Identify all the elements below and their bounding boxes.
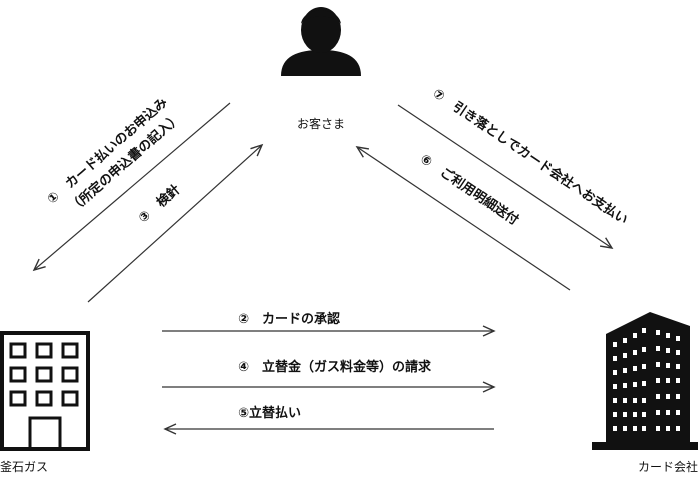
office-building-icon <box>0 331 90 451</box>
skyscraper-icon <box>592 312 698 450</box>
card-company-label: カード会社 <box>638 459 698 474</box>
step-5-label: ⑤立替払い <box>238 405 301 421</box>
step-2-label: ② カードの承認 <box>238 311 340 327</box>
arrow-step-3 <box>87 143 264 303</box>
arrow-step-6 <box>355 146 571 291</box>
person-icon <box>281 7 361 76</box>
step-7-label: ⑦ 引き落としでカード会社へお支払い <box>430 85 631 228</box>
step-3-label: ③ 検針 <box>135 182 183 227</box>
customer-label: お客さま <box>297 116 345 131</box>
arrow-step-1 <box>32 102 231 272</box>
arrow-step-7 <box>397 104 614 249</box>
step-1-label-line-1: ① カード払いのお申込み <box>44 94 171 207</box>
step-4-label: ④ 立替金（ガス料金等）の請求 <box>238 359 432 375</box>
gas-company-label: 釜石ガス <box>0 459 48 474</box>
step-6-label: ⑥ ご利用明細送付 <box>417 151 521 229</box>
